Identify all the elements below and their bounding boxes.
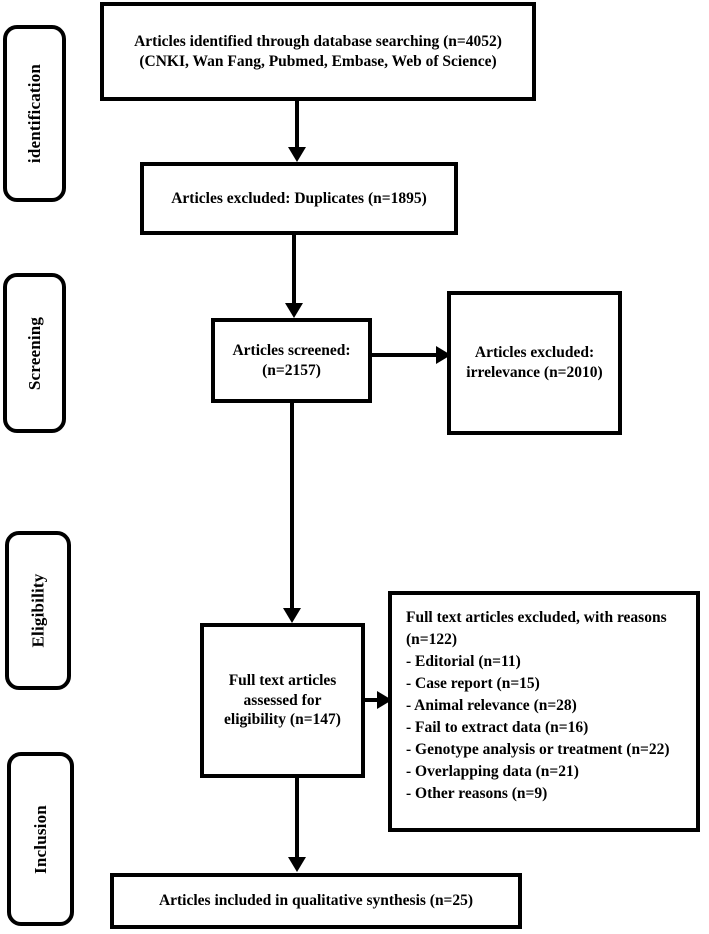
connector-identified-to-duplicates (295, 101, 299, 149)
stage-label-screening: Screening (3, 273, 66, 433)
stage-label-screening-text: Screening (25, 316, 45, 390)
stage-label-inclusion: Inclusion (7, 752, 74, 926)
box-articles-included-text: Articles included in qualitative synthes… (158, 892, 474, 910)
box-articles-screened-text: Articles screened: (n=2157) (232, 341, 351, 379)
box-irrelevance-excluded-text: Articles excluded: irrelevance (n=2010) (466, 344, 603, 381)
box-duplicates-excluded: Articles excluded: Duplicates (n=1895) (140, 162, 458, 235)
arrowhead-full-text-to-excluded (377, 691, 392, 709)
box-irrelevance-excluded: Articles excluded: irrelevance (n=2010) (447, 291, 622, 435)
stage-label-identification: identification (3, 25, 66, 202)
arrowhead-screened-to-irrelevance (436, 346, 451, 364)
connector-full-text-to-included (295, 775, 299, 859)
box-articles-screened: Articles screened: (n=2157) (211, 318, 372, 403)
box-full-text-assessed: Full text articles assessed for eligibil… (200, 623, 365, 778)
box-articles-included: Articles included in qualitative synthes… (110, 873, 522, 929)
arrowhead-full-text-to-included (288, 857, 306, 872)
box-duplicates-excluded-text: Articles excluded: Duplicates (n=1895) (171, 189, 427, 207)
box-full-text-assessed-text: Full text articles assessed for eligibil… (224, 671, 341, 729)
stage-label-identification-text: identification (25, 63, 45, 164)
connector-full-text-to-excluded (363, 698, 381, 702)
connector-duplicates-to-screened (292, 231, 296, 303)
arrowhead-duplicates-to-screened (285, 303, 303, 318)
stage-label-eligibility: Eligibility (5, 531, 71, 690)
box-articles-identified: Articles identified through database sea… (100, 2, 536, 101)
stage-label-inclusion-text: Inclusion (31, 804, 51, 874)
connector-screened-to-irrelevance (372, 353, 440, 357)
arrowhead-identified-to-duplicates (288, 147, 306, 162)
box-articles-identified-text: Articles identified through database sea… (134, 32, 502, 70)
arrowhead-screened-to-full-text (283, 608, 301, 623)
box-full-text-excluded: Full text articles excluded, with reason… (388, 591, 700, 832)
stage-label-eligibility-text: Eligibility (28, 573, 48, 648)
box-full-text-excluded-text: Full text articles excluded, with reason… (406, 609, 670, 802)
connector-screened-to-full-text (290, 400, 294, 608)
